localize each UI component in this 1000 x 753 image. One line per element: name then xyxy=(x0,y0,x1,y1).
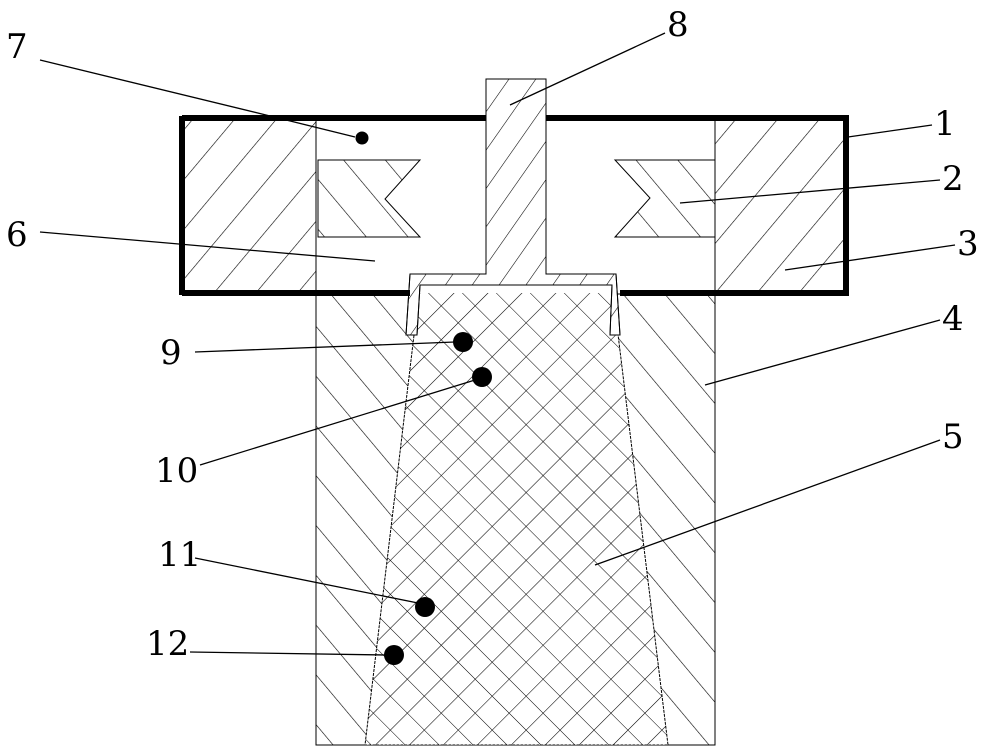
point-7 xyxy=(355,131,369,145)
label-5: 5 xyxy=(942,417,964,457)
part-2-left-coil xyxy=(317,159,422,238)
label-9: 9 xyxy=(160,333,182,373)
label-10: 10 xyxy=(155,451,198,491)
part-3-right-block xyxy=(715,118,844,293)
label-6: 6 xyxy=(6,215,28,255)
point-11 xyxy=(415,597,435,617)
point-9 xyxy=(453,332,473,352)
label-11: 11 xyxy=(158,535,201,575)
label-12: 12 xyxy=(146,624,189,664)
label-3: 3 xyxy=(957,224,979,264)
point-10 xyxy=(472,367,492,387)
part-3-left-block xyxy=(182,118,316,293)
label-4: 4 xyxy=(942,299,964,339)
label-2: 2 xyxy=(942,159,964,199)
point-12 xyxy=(384,645,404,665)
label-7: 7 xyxy=(6,27,28,67)
part-2-right-coil xyxy=(613,159,716,238)
label-1: 1 xyxy=(934,104,956,144)
label-8: 8 xyxy=(667,5,689,45)
